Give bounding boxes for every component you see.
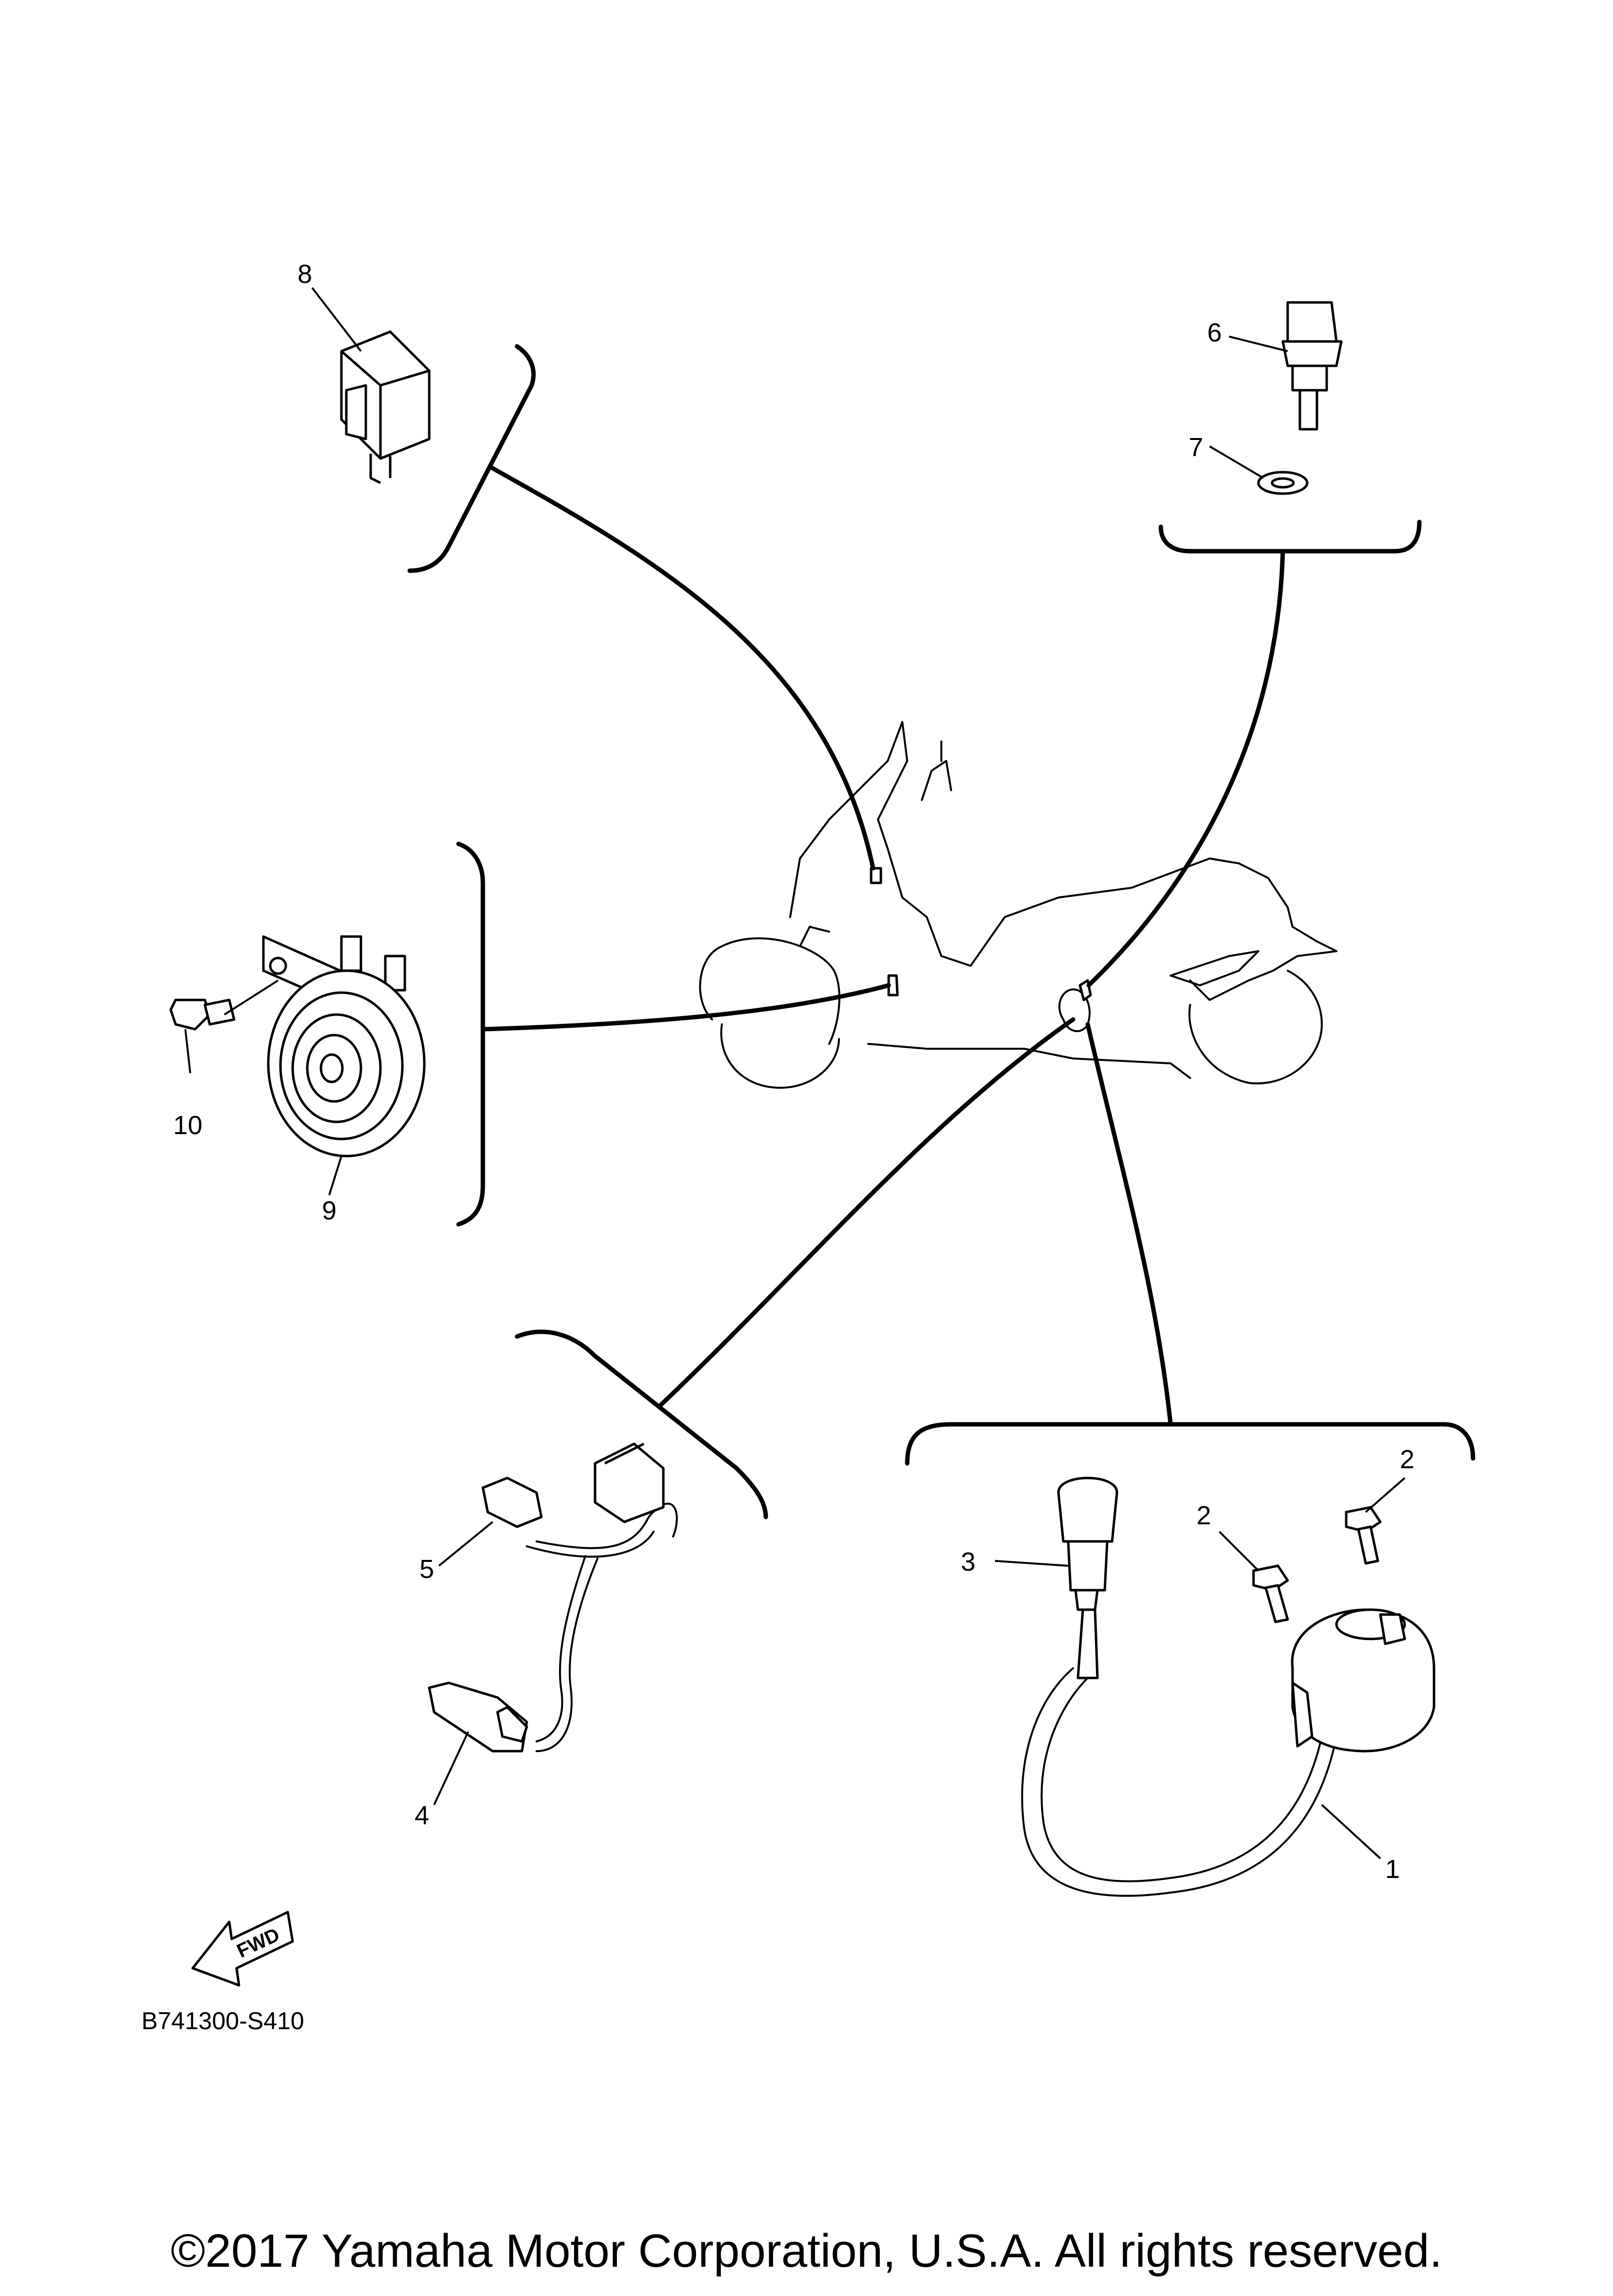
bolt-a-part xyxy=(1252,1564,1289,1623)
gasket-part xyxy=(1257,471,1309,495)
callout-7: 7 xyxy=(1189,433,1203,462)
callout-9: 9 xyxy=(322,1196,337,1225)
callout-1: 1 xyxy=(1385,1855,1400,1884)
ignition-coil-part xyxy=(1021,1608,1435,1897)
diagram-code: B741300-S410 xyxy=(141,2007,304,2035)
scooter-silhouette xyxy=(699,721,1337,1089)
spark-plug-cap-part xyxy=(1057,1477,1118,1611)
callout-6: 6 xyxy=(1207,318,1222,347)
switch-harness-part xyxy=(428,1442,678,1753)
horn-part xyxy=(262,935,426,1158)
callout-leaders xyxy=(184,287,1406,1859)
callout-10: 10 xyxy=(173,1111,202,1140)
temp-sensor-part xyxy=(1281,301,1343,431)
callout-4: 4 xyxy=(415,1801,429,1830)
callout-3: 3 xyxy=(961,1547,976,1577)
fwd-arrow-icon: FWD xyxy=(191,1911,294,1987)
callout-8: 8 xyxy=(298,260,312,289)
callout-2b: 2 xyxy=(1400,1445,1414,1474)
copyright-notice: ©2017 Yamaha Motor Corporation, U.S.A. A… xyxy=(170,2225,1443,2277)
bolt-part xyxy=(169,998,236,1031)
callout-5: 5 xyxy=(419,1555,434,1584)
callout-2a: 2 xyxy=(1196,1501,1211,1530)
relay-part xyxy=(340,330,431,484)
bolt-b-part xyxy=(1345,1506,1382,1565)
group-brackets xyxy=(407,344,1475,1519)
